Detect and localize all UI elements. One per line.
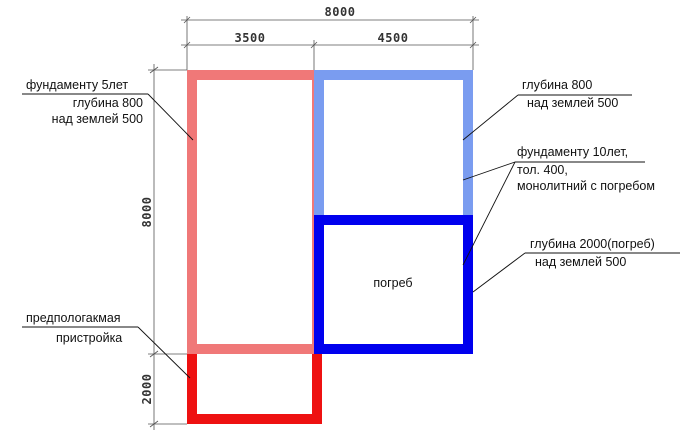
note-10yr-line-1: фундаменту 10лет,	[517, 145, 628, 159]
dim-extension-height: 2000	[140, 374, 154, 405]
dim-total-width: 8000	[325, 5, 356, 19]
note-extension-line-2: пристройка	[56, 331, 122, 345]
foundation-walls	[187, 70, 473, 424]
note-10yr-line-3: монолитний с погребом	[517, 179, 655, 193]
note-extension: предпологакмая пристройка	[26, 311, 122, 345]
dim-main-height: 8000	[140, 197, 154, 228]
note-cellar-depth: глубина 2000(погреб) над землей 500	[530, 237, 655, 269]
note-right-upper: глубина 800 над землей 500	[522, 78, 618, 110]
dim-right-width: 4500	[378, 31, 409, 45]
leader-lines	[22, 93, 680, 379]
dimension-lines	[148, 16, 479, 430]
note-5yr-line-3: над землей 500	[52, 112, 143, 126]
note-10yr-line-2: тол. 400,	[517, 163, 568, 177]
cellar-label: погреб	[373, 276, 412, 290]
note-extension-line-1: предпологакмая	[26, 311, 121, 325]
note-5yr-line-2: глубина 800	[73, 96, 143, 110]
note-foundation-10yr: фундаменту 10лет, тол. 400, монолитний с…	[517, 145, 655, 193]
note-right-upper-line-2: над землей 500	[527, 96, 618, 110]
note-cellar-line-1: глубина 2000(погреб)	[530, 237, 655, 251]
note-right-upper-line-1: глубина 800	[522, 78, 592, 92]
note-cellar-line-2: над землей 500	[535, 255, 626, 269]
note-5yr-line-1: фундаменту 5лет	[26, 78, 128, 92]
wall-extension	[187, 354, 322, 424]
dim-left-width: 3500	[235, 31, 266, 45]
wall-house-10yr-upper	[314, 70, 473, 224]
note-foundation-5yr: фундаменту 5лет глубина 800 над землей 5…	[26, 78, 143, 126]
wall-house-5yr	[187, 70, 322, 354]
